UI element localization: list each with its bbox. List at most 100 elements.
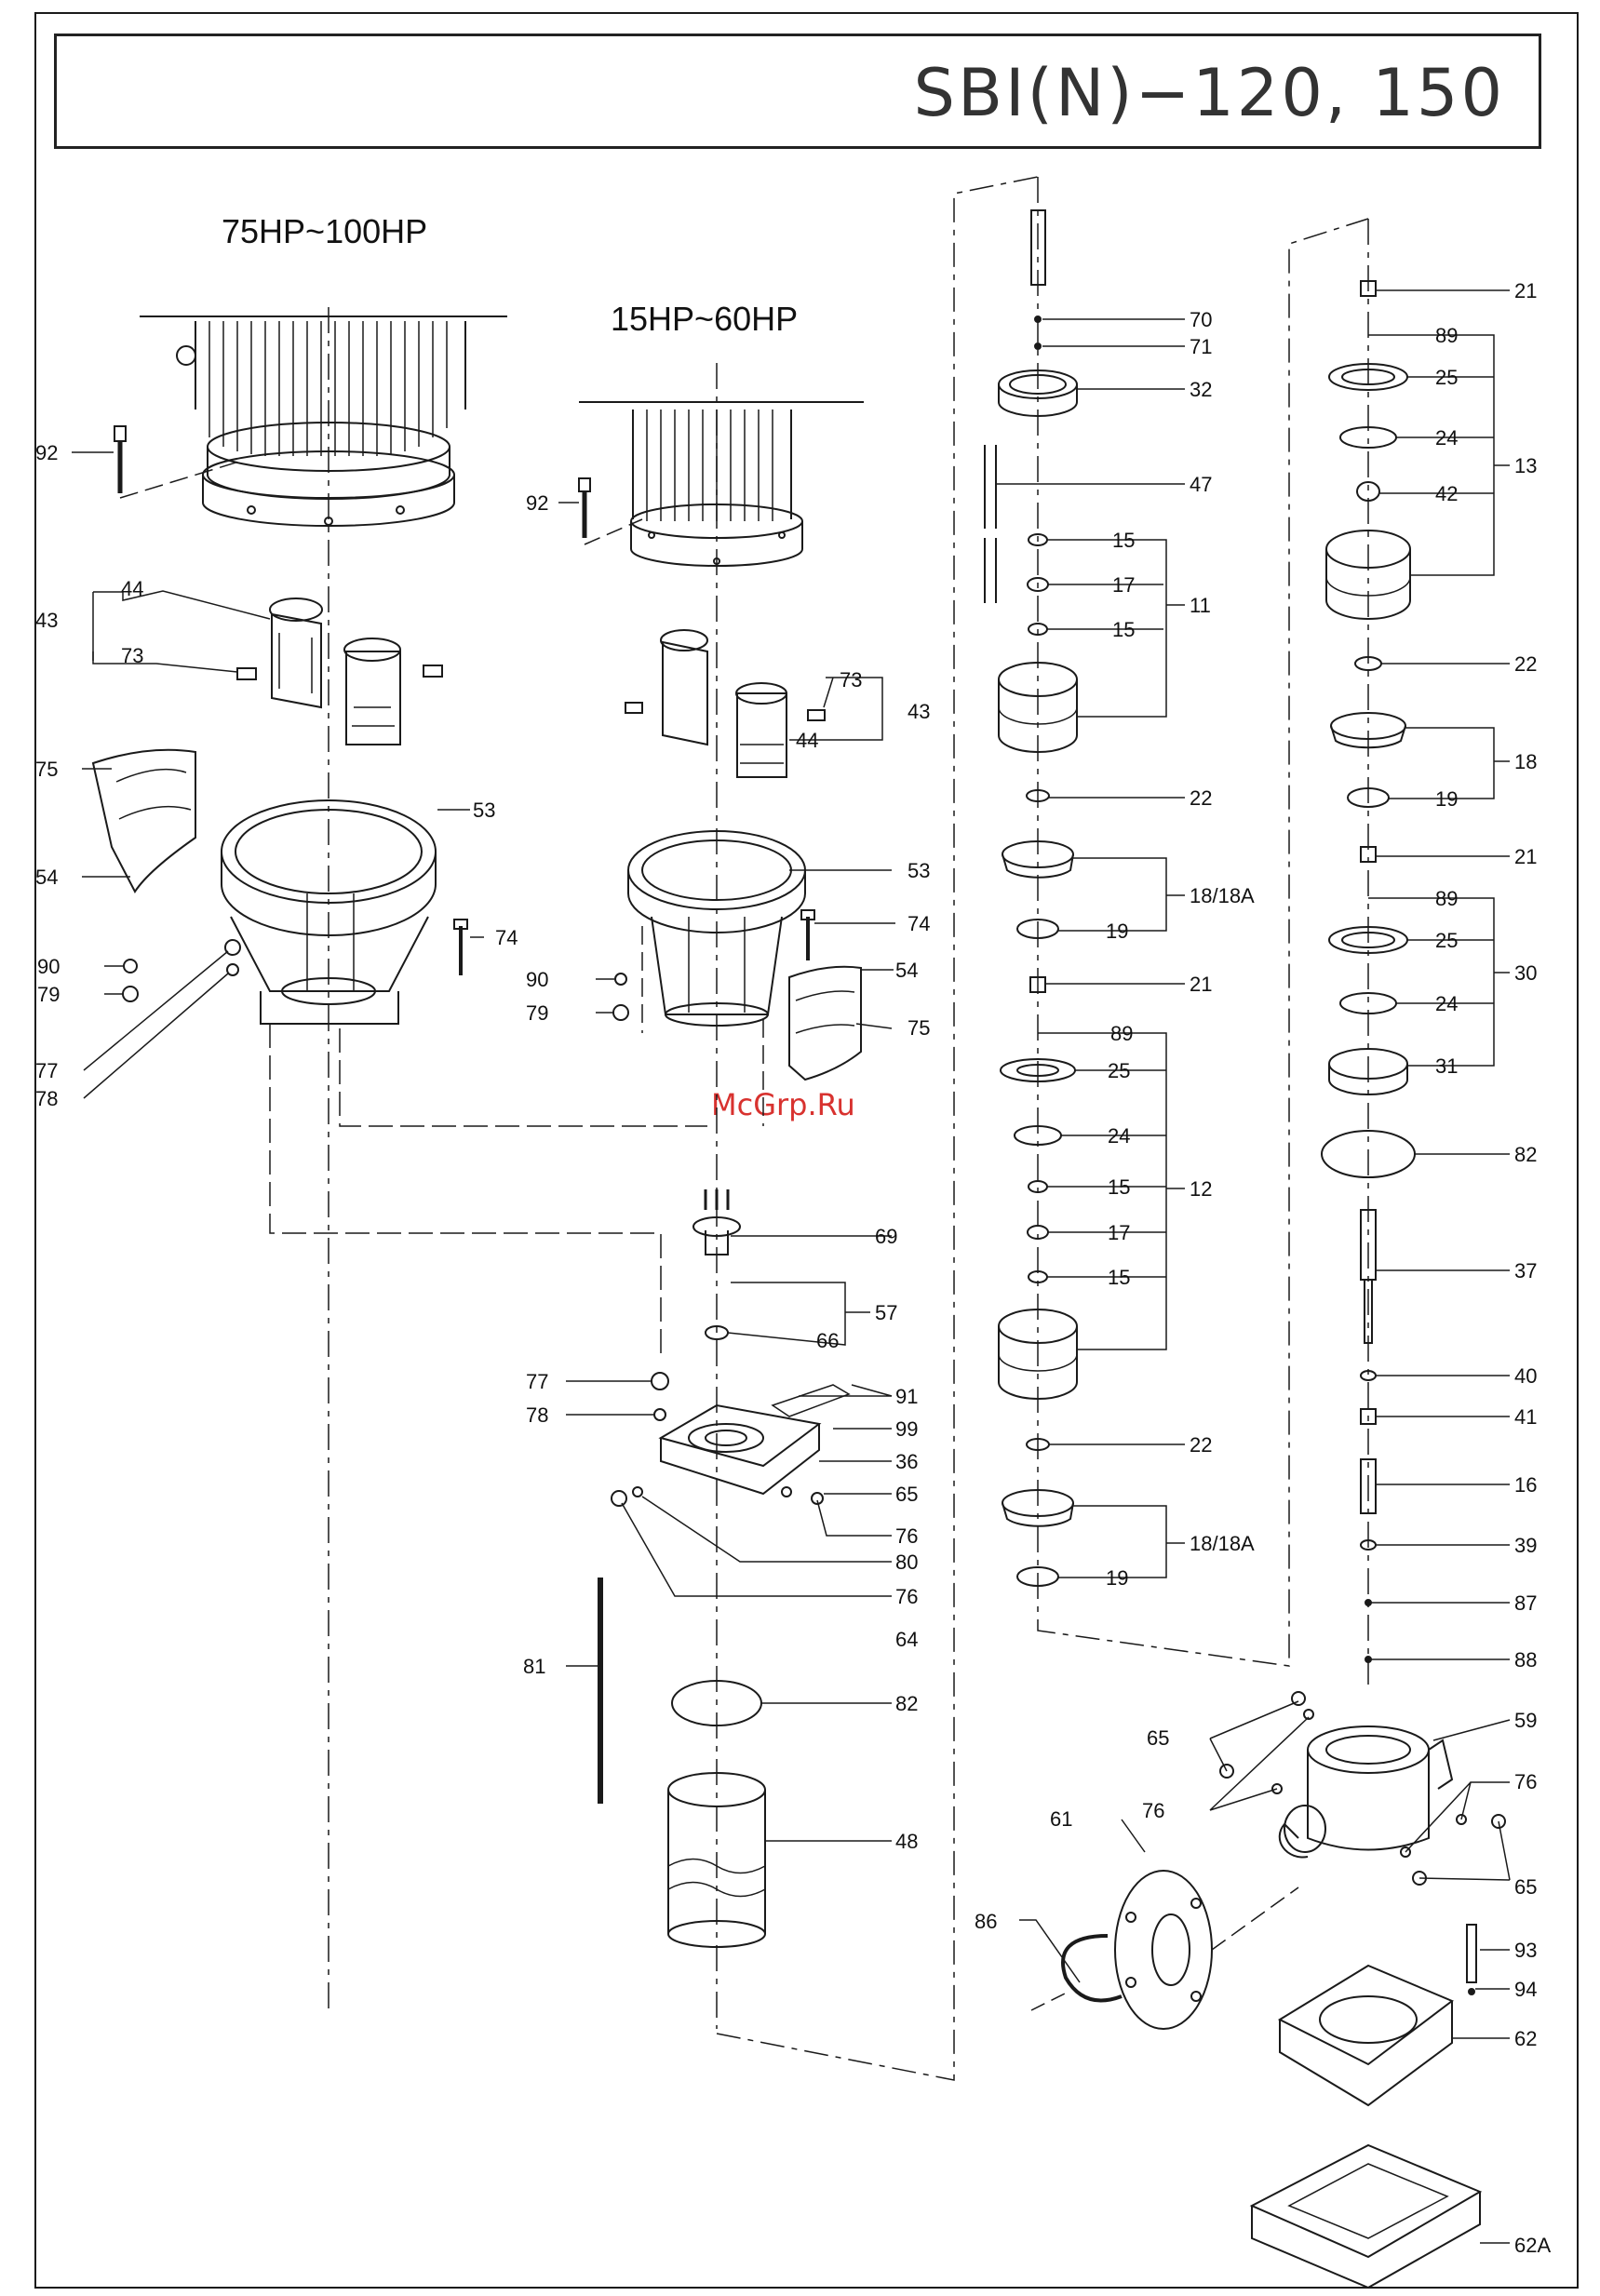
snap-ring-86	[1030, 1934, 1123, 2011]
watermark: McGrp.Ru	[711, 1087, 855, 1122]
callout-label: 81	[523, 1655, 545, 1678]
callout-label: 89	[1435, 887, 1458, 910]
callout-label: 40	[1514, 1364, 1537, 1388]
callout-label: 73	[840, 668, 862, 691]
callout-label: 92	[35, 441, 58, 464]
coupling-small	[625, 629, 826, 778]
callout-label: 59	[1514, 1709, 1537, 1732]
callout-label: 64	[895, 1628, 918, 1651]
bolt-92-small	[578, 477, 643, 545]
callout-label: 15	[1108, 1175, 1130, 1199]
diagram-title: SBI(N)−120, 150	[913, 55, 1505, 131]
callout-label: 65	[895, 1483, 918, 1506]
callout-label: 99	[895, 1417, 918, 1441]
callout-label: 73	[121, 644, 143, 667]
bolt-92-large	[114, 425, 243, 499]
callout-label: 77	[35, 1059, 58, 1082]
title-box: SBI(N)−120, 150	[54, 34, 1541, 149]
callout-label: 15	[1112, 529, 1135, 552]
callout-label: 44	[121, 577, 143, 600]
base-plate-62a	[1249, 2143, 1483, 2289]
group-heading-75-100hp: 75HP~100HP	[222, 212, 428, 250]
column2-parts	[984, 209, 1078, 1587]
callout-label: 21	[1514, 279, 1537, 302]
large-motor	[140, 316, 507, 527]
callout-label: 94	[1514, 1978, 1537, 2001]
pump-base	[1219, 1691, 1506, 1886]
callout-label: 37	[1514, 1259, 1537, 1282]
flange-61	[1114, 1870, 1299, 2030]
callout-label: 65	[1514, 1875, 1537, 1899]
callout-label: 57	[875, 1301, 897, 1324]
callout-label: 16	[1514, 1473, 1537, 1497]
callout-label: 89	[1435, 324, 1458, 347]
callout-label: 42	[1435, 482, 1458, 505]
callout-label: 86	[975, 1910, 997, 1933]
callout-label: 91	[895, 1385, 918, 1408]
motor-stool-large	[221, 799, 437, 1025]
callout-label: 89	[1110, 1022, 1133, 1045]
callout-label: 22	[1514, 652, 1537, 676]
callout-label: 79	[37, 983, 60, 1006]
leader-lines	[72, 289, 1511, 2244]
callout-label: 21	[1514, 845, 1537, 868]
fasteners-large	[122, 919, 468, 1002]
guard-large	[91, 748, 196, 893]
callout-label: 82	[895, 1692, 918, 1715]
callout-label: 61	[1050, 1807, 1072, 1831]
callout-label: 25	[1108, 1059, 1130, 1082]
callout-label: 80	[895, 1551, 918, 1574]
base-plate-62	[1277, 1924, 1477, 2107]
callout-label: 75	[35, 758, 58, 781]
callout-label: 79	[526, 1001, 548, 1025]
callout-label: 41	[1514, 1405, 1537, 1429]
callout-label: 76	[895, 1524, 918, 1548]
callout-label: 78	[35, 1087, 58, 1110]
callout-label: 93	[1514, 1939, 1537, 1962]
callout-label: 78	[526, 1403, 548, 1427]
callout-label: 36	[895, 1450, 918, 1473]
callout-label: 43	[35, 609, 58, 632]
small-motor	[579, 401, 864, 567]
callout-label: 18	[1514, 750, 1537, 773]
callout-label: 15	[1108, 1266, 1130, 1289]
callout-label: 30	[1514, 961, 1537, 985]
guard-small	[788, 965, 862, 1081]
page-frame	[34, 12, 1579, 2289]
callout-label: 25	[1435, 929, 1458, 952]
callout-label: 62	[1514, 2027, 1537, 2050]
pump-head	[611, 1372, 851, 1507]
callout-label: 19	[1435, 787, 1458, 811]
callout-label: 39	[1514, 1534, 1537, 1557]
callout-label: 47	[1190, 473, 1212, 496]
callout-label: 77	[526, 1370, 548, 1393]
sleeve-48	[667, 1772, 766, 1948]
callout-label: 43	[908, 700, 930, 723]
callout-label: 90	[526, 968, 548, 991]
callout-label: 19	[1106, 920, 1128, 943]
callout-label: 76	[1142, 1799, 1164, 1822]
callout-label: 76	[1514, 1770, 1537, 1793]
callout-label: 90	[37, 955, 60, 978]
fasteners-small	[612, 973, 629, 1021]
motor-stool-small	[627, 830, 815, 1027]
callout-label: 31	[1435, 1054, 1458, 1078]
callout-label: 82	[1514, 1143, 1537, 1166]
callout-label: 32	[1190, 378, 1212, 401]
callout-label: 54	[895, 959, 918, 982]
callout-label: 13	[1514, 454, 1537, 477]
callout-label: 70	[1190, 308, 1212, 331]
callout-label: 76	[895, 1585, 918, 1608]
callout-label: 87	[1514, 1591, 1537, 1615]
callout-label: 44	[796, 729, 818, 752]
callout-label: 88	[1514, 1648, 1537, 1672]
callout-labels: 9244437375535490797477789273434453745490…	[35, 279, 1551, 2257]
callout-label: 12	[1190, 1177, 1212, 1201]
group-heading-15-60hp: 15HP~60HP	[611, 300, 799, 338]
callout-label: 18/18A	[1190, 884, 1255, 907]
callout-label: 19	[1106, 1566, 1128, 1590]
callout-label: 69	[875, 1225, 897, 1248]
callout-label: 53	[473, 799, 495, 822]
